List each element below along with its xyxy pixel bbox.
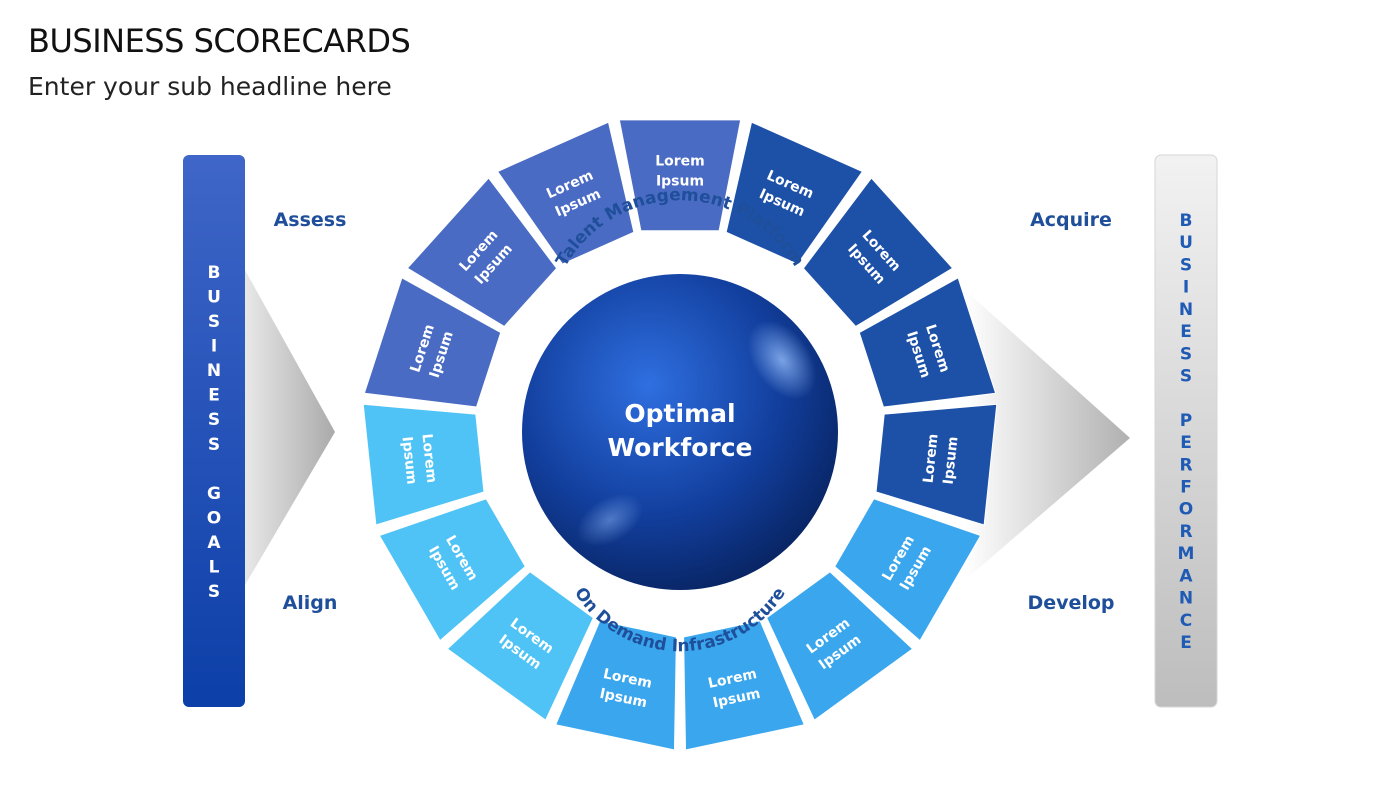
segment-1-line-1: Lorem	[655, 154, 705, 170]
segment-5-line-1: Lorem	[921, 433, 942, 484]
business-goals-letter-3: S	[208, 312, 220, 332]
label-acquire: Acquire	[1030, 209, 1112, 231]
business-performance-letter-20: E	[1180, 633, 1192, 653]
business-performance-bar	[1154, 154, 1218, 708]
label-align: Align	[283, 592, 338, 614]
business-performance-letter-8: S	[1180, 366, 1192, 386]
business-goals-letter-1: B	[208, 263, 221, 283]
business-performance-letter-19: C	[1180, 611, 1192, 631]
segment-13	[363, 277, 502, 408]
center-line-2: Workforce	[608, 433, 753, 462]
segment-10	[446, 571, 594, 721]
business-goals-letter-12: A	[207, 533, 221, 553]
business-performance-letter-12: R	[1179, 455, 1192, 475]
segment-3	[802, 177, 954, 328]
page-title: BUSINESS SCORECARDS	[28, 22, 411, 60]
sphere-reflection	[576, 493, 644, 547]
business-performance-letter-18: N	[1179, 589, 1193, 609]
left-arrow-wedge	[245, 270, 335, 585]
segment-12	[362, 403, 485, 526]
label-develop: Develop	[1027, 592, 1114, 614]
business-goals-letter-13: L	[209, 557, 220, 577]
business-performance-letter-13: F	[1180, 478, 1192, 498]
segment-5-line-2: Ipsum	[941, 436, 962, 486]
right-arrow-wedge	[965, 290, 1130, 580]
segment-12-line-2: Ipsum	[399, 436, 420, 486]
segment-8	[683, 620, 805, 751]
business-performance-letter-17: A	[1179, 566, 1193, 586]
segment-15	[496, 121, 635, 265]
segment-5	[875, 403, 998, 526]
business-performance-letter-15: R	[1179, 522, 1192, 542]
business-performance-letter-7: S	[1180, 344, 1192, 364]
label-assess: Assess	[274, 209, 347, 231]
segment-4	[858, 277, 997, 408]
center-sphere	[522, 274, 838, 590]
page-subtitle: Enter your sub headline here	[28, 72, 392, 101]
segment-12-line-1: Lorem	[418, 433, 439, 484]
business-performance-letter-6: E	[1180, 322, 1192, 342]
business-goals-letter-14: S	[208, 582, 220, 602]
segment-11	[378, 498, 526, 642]
business-performance-letter-2: U	[1179, 233, 1193, 253]
business-performance-letter-14: O	[1179, 500, 1193, 520]
segment-1	[618, 119, 742, 232]
business-goals-letter-5: N	[207, 361, 221, 381]
business-performance-letter-1: B	[1180, 211, 1193, 231]
business-goals-letter-8: S	[208, 435, 220, 455]
business-goals-letter-7: S	[208, 410, 220, 430]
segment-1-line-2: Ipsum	[656, 174, 704, 190]
business-goals-letter-11: O	[207, 508, 221, 528]
segment-2	[725, 121, 864, 265]
business-goals-letter-6: E	[208, 386, 220, 406]
segment-9	[555, 620, 677, 751]
business-performance-letter-5: N	[1179, 300, 1193, 320]
segment-6	[834, 498, 982, 642]
business-performance-letter-10: P	[1180, 411, 1192, 431]
business-goals-letter-10: G	[207, 484, 221, 504]
business-goals-letter-2: U	[207, 288, 221, 308]
business-performance-letter-16: M	[1178, 544, 1195, 564]
business-performance-letter-3: S	[1180, 255, 1192, 275]
business-goals-letter-4: I	[211, 337, 217, 357]
segment-7	[766, 571, 914, 721]
sphere-highlight	[747, 320, 817, 400]
business-goals-bar	[183, 155, 245, 707]
business-performance-letter-11: E	[1180, 433, 1192, 453]
center-line-1: Optimal	[624, 399, 735, 428]
segment-14	[406, 177, 558, 328]
business-performance-letter-4: I	[1183, 278, 1189, 298]
